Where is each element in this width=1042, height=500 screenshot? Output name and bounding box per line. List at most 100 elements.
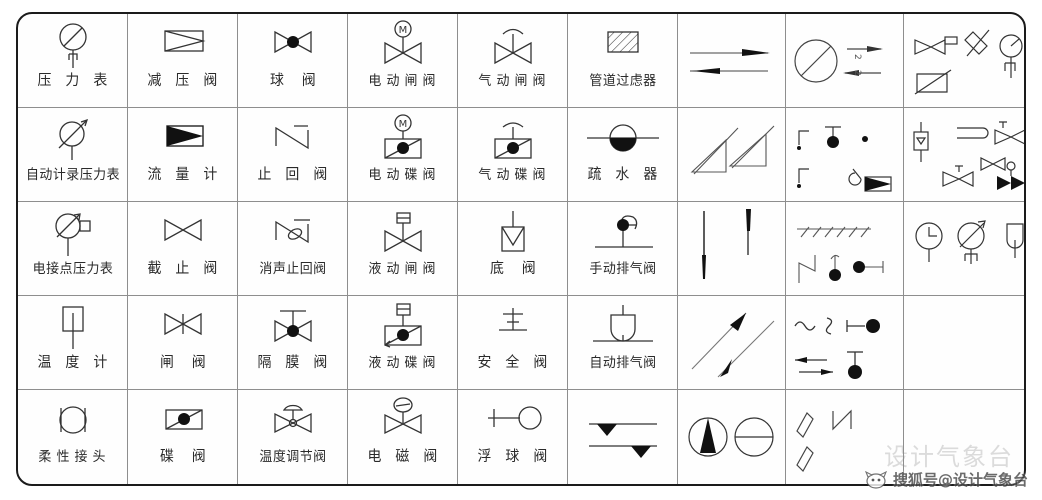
legend-cell: 液 动 闸 阀 — [348, 202, 458, 296]
legend-label: 手动排气阀 — [588, 261, 657, 277]
safety-relief-valve-icon — [458, 300, 567, 356]
legend-cell: 液 动 碟 阀 — [348, 296, 458, 390]
legend-cell — [678, 390, 786, 484]
legend-cell: 浮 球 阀 — [458, 390, 568, 484]
pneumatic-gate-valve-icon — [458, 18, 567, 74]
legend-cell — [904, 14, 1024, 108]
motorized-butterfly-valve-icon: M — [348, 112, 457, 168]
legend-label: 液 动 碟 阀 — [368, 355, 437, 371]
legend-cell: 消声止回阀 — [238, 202, 348, 296]
legend-cell: M 电 动 闸 阀 — [348, 14, 458, 108]
solenoid-valve-icon — [348, 394, 457, 450]
legend-label: 温度调节阀 — [258, 449, 327, 465]
motorized-gate-valve-icon: M — [348, 18, 457, 74]
pressure-gauge-icon — [18, 18, 127, 74]
symbol-grid: 压 力 表 减 压 阀 — [18, 14, 1024, 484]
legend-cell: 温 度 计 — [18, 296, 128, 390]
legend-cell: 电 磁 阀 — [348, 390, 458, 484]
flow-direction-arrows-icon — [678, 26, 785, 96]
legend-label: 浮 球 阀 — [477, 449, 553, 465]
legend-cell: 2 2 — [786, 14, 904, 108]
legend-label: 减 压 阀 — [147, 73, 223, 89]
legend-cell: 自动排气阀 — [568, 296, 678, 390]
legend-cell — [786, 296, 904, 390]
legend-cell: 安 全 阀 — [458, 296, 568, 390]
legend-cell: 减 压 阀 — [128, 14, 238, 108]
automatic-air-vent-icon — [568, 300, 677, 356]
misc-symbols-group-4-icon — [904, 214, 1024, 284]
misc-symbols-group-3-icon — [904, 114, 1024, 196]
legend-cell: 球 阀 — [238, 14, 348, 108]
legend-cell: 底 阀 — [458, 202, 568, 296]
legend-cell: 管道过虑器 — [568, 14, 678, 108]
legend-cell — [904, 108, 1024, 202]
check-valve-icon — [238, 112, 347, 168]
legend-label: 液 动 闸 阀 — [368, 261, 437, 277]
legend-cell: 柔 性 接 头 — [18, 390, 128, 484]
empty-cell — [904, 394, 1024, 450]
water-level-symbols-icon — [568, 402, 677, 472]
manual-air-vent-icon — [568, 206, 677, 262]
legend-cell — [786, 108, 904, 202]
legend-cell — [786, 390, 904, 484]
legend-cell: 电接点压力表 — [18, 202, 128, 296]
legend-label: 电 磁 阀 — [367, 449, 443, 465]
legend-cell — [678, 108, 786, 202]
legend-label: 隔 膜 阀 — [257, 355, 333, 371]
temperature-control-valve-icon — [238, 394, 347, 450]
hydraulic-butterfly-valve-icon — [348, 300, 457, 356]
legend-label: 截 止 阀 — [147, 261, 223, 277]
legend-cell: 止 回 阀 — [238, 108, 348, 202]
legend-cell: 疏 水 器 — [568, 108, 678, 202]
legend-label: 气 动 碟 阀 — [478, 167, 547, 183]
legend-cell — [678, 202, 786, 296]
legend-label: 电接点压力表 — [32, 261, 113, 277]
legend-cell: 自动计录压力表 — [18, 108, 128, 202]
legend-label: 柔 性 接 头 — [38, 449, 107, 465]
legend-cell: 气 动 闸 阀 — [458, 14, 568, 108]
gate-valve-icon — [128, 300, 237, 356]
legend-cell: 流 量 计 — [128, 108, 238, 202]
legend-label: 自动排气阀 — [588, 355, 657, 371]
flexible-joint-icon — [18, 394, 127, 450]
legend-cell — [568, 390, 678, 484]
legend-label: 止 回 阀 — [257, 167, 333, 183]
legend-label: 管道过虑器 — [588, 73, 657, 89]
svg-text:2: 2 — [852, 70, 862, 76]
legend-label: 疏 水 器 — [587, 167, 663, 183]
diaphragm-valve-icon — [238, 300, 347, 356]
legend-cell — [904, 202, 1024, 296]
pneumatic-butterfly-valve-icon — [458, 112, 567, 168]
legend-label: 温 度 计 — [37, 355, 113, 371]
svg-text:M: M — [398, 119, 407, 130]
pressure-reducing-valve-icon — [128, 18, 237, 74]
foot-valve-icon — [458, 206, 567, 262]
silent-check-valve-icon — [238, 206, 347, 262]
electric-contact-pressure-gauge-icon — [18, 206, 127, 262]
legend-cell: 闸 阀 — [128, 296, 238, 390]
legend-cell: 压 力 表 — [18, 14, 128, 108]
legend-label: 压 力 表 — [37, 73, 113, 89]
float-ball-valve-icon — [458, 394, 567, 450]
legend-cell — [678, 14, 786, 108]
legend-cell: 隔 膜 阀 — [238, 296, 348, 390]
legend-cell: 温度调节阀 — [238, 390, 348, 484]
hydraulic-gate-valve-icon — [348, 206, 457, 262]
globe-valve-icon — [128, 206, 237, 262]
butterfly-valve-icon — [128, 394, 237, 450]
empty-cell — [904, 300, 1024, 356]
legend-label: 气 动 闸 阀 — [478, 73, 547, 89]
legend-cell: 手动排气阀 — [568, 202, 678, 296]
legend-label: 流 量 计 — [147, 167, 223, 183]
legend-label: 消声止回阀 — [258, 261, 327, 277]
hatched-ground-symbols-icon — [786, 209, 903, 289]
legend-cell: 气 动 碟 阀 — [458, 108, 568, 202]
circle-diagonal-flow-icon: 2 2 — [786, 25, 903, 97]
legend-label: 闸 阀 — [159, 355, 213, 371]
legend-cell — [786, 202, 904, 296]
flow-meter-icon — [128, 112, 237, 168]
legend-label: 球 阀 — [269, 73, 323, 89]
legend-cell: 碟 阀 — [128, 390, 238, 484]
pipeline-strainer-icon — [568, 18, 677, 74]
misc-symbols-group-2-icon — [786, 115, 903, 195]
